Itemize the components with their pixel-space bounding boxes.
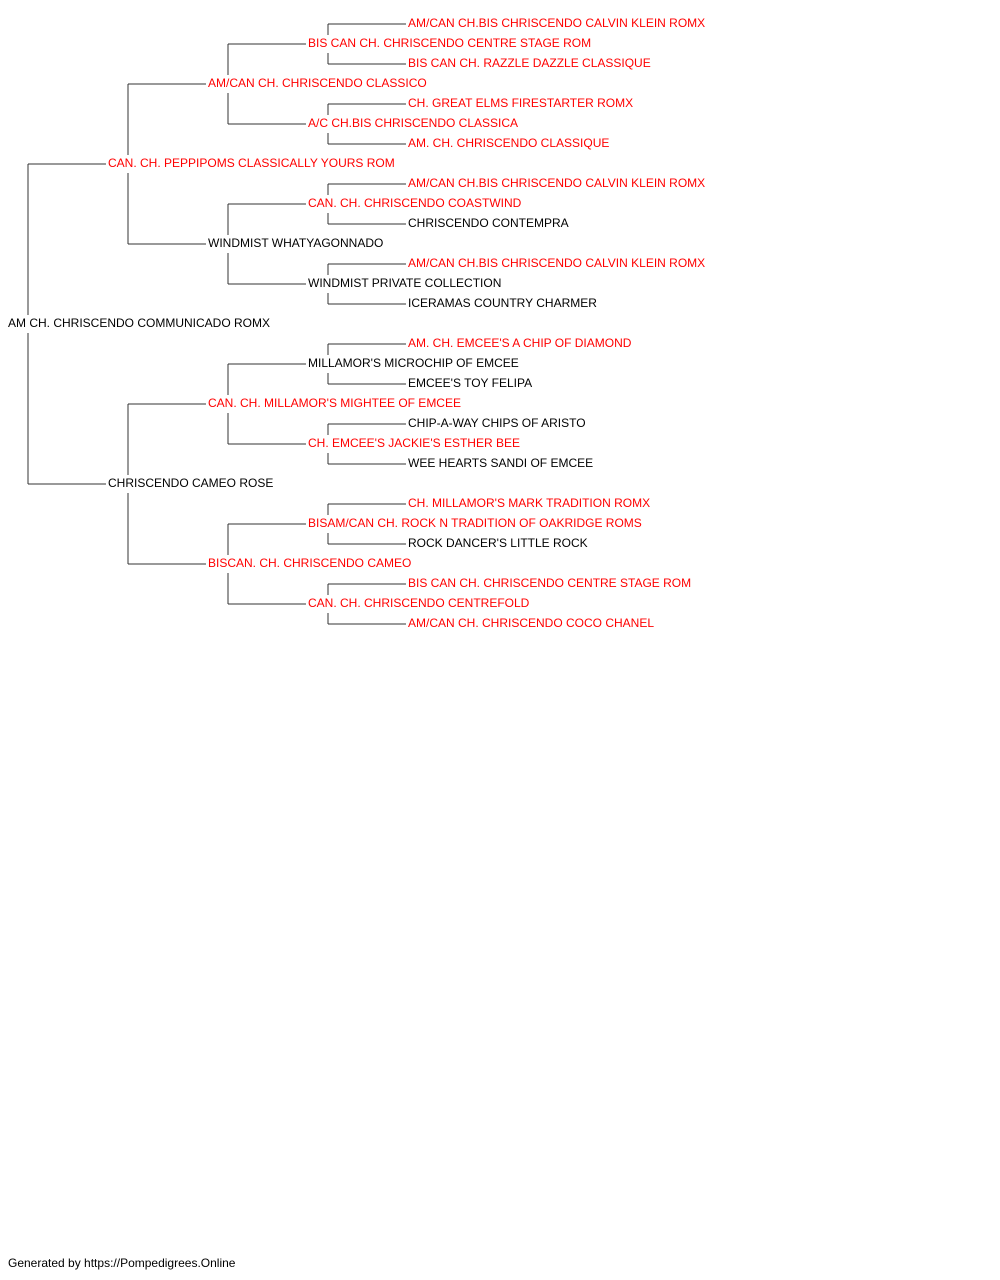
ancestor-name: MILLAMOR'S MICROCHIP OF EMCEE <box>308 356 519 370</box>
ancestor-name: WINDMIST PRIVATE COLLECTION <box>308 276 501 290</box>
ancestor-name: ICERAMAS COUNTRY CHARMER <box>408 296 597 310</box>
ancestor-name: ROCK DANCER'S LITTLE ROCK <box>408 536 588 550</box>
ancestor-name: A/C CH.BIS CHRISCENDO CLASSICA <box>308 116 518 130</box>
ancestor-name: CHRISCENDO CONTEMPRA <box>408 216 569 230</box>
ancestor-name: BIS CAN CH. CHRISCENDO CENTRE STAGE ROM <box>308 36 591 50</box>
ancestor-name: WINDMIST WHATYAGONNADO <box>208 236 383 250</box>
ancestor-name: AM/CAN CH.BIS CHRISCENDO CALVIN KLEIN RO… <box>408 176 705 190</box>
ancestor-name: CAN. CH. CHRISCENDO CENTREFOLD <box>308 596 530 610</box>
ancestor-name: AM/CAN CH.BIS CHRISCENDO CALVIN KLEIN RO… <box>408 256 705 270</box>
ancestor-name: AM/CAN CH. CHRISCENDO COCO CHANEL <box>408 616 654 630</box>
ancestor-name: CH. EMCEE'S JACKIE'S ESTHER BEE <box>308 436 520 450</box>
ancestor-name: AM/CAN CH. CHRISCENDO CLASSICO <box>208 76 427 90</box>
ancestor-name: CHRISCENDO CAMEO ROSE <box>108 476 273 490</box>
ancestor-name: BIS CAN CH. CHRISCENDO CENTRE STAGE ROM <box>408 576 691 590</box>
ancestor-name: AM/CAN CH.BIS CHRISCENDO CALVIN KLEIN RO… <box>408 16 705 30</box>
ancestor-name: BIS CAN CH. RAZZLE DAZZLE CLASSIQUE <box>408 56 651 70</box>
ancestor-name: AM. CH. EMCEE'S A CHIP OF DIAMOND <box>408 336 632 350</box>
ancestor-name: CH. GREAT ELMS FIRESTARTER ROMX <box>408 96 633 110</box>
ancestor-name: BISCAN. CH. CHRISCENDO CAMEO <box>208 556 411 570</box>
ancestor-name: AM. CH. CHRISCENDO CLASSIQUE <box>408 136 609 150</box>
ancestor-name: CH. MILLAMOR'S MARK TRADITION ROMX <box>408 496 650 510</box>
ancestor-name: CHIP-A-WAY CHIPS OF ARISTO <box>408 416 586 430</box>
subject-dog-name: AM CH. CHRISCENDO COMMUNICADO ROMX <box>8 316 270 330</box>
generated-by-footer: Generated by https://Pompedigrees.Online <box>8 1256 236 1270</box>
ancestor-name: BISAM/CAN CH. ROCK N TRADITION OF OAKRID… <box>308 516 642 530</box>
ancestor-name: WEE HEARTS SANDI OF EMCEE <box>408 456 593 470</box>
ancestor-name: EMCEE'S TOY FELIPA <box>408 376 532 390</box>
ancestor-name: CAN. CH. MILLAMOR'S MIGHTEE OF EMCEE <box>208 396 461 410</box>
ancestor-name: CAN. CH. PEPPIPOMS CLASSICALLY YOURS ROM <box>108 156 395 170</box>
ancestor-name: CAN. CH. CHRISCENDO COASTWIND <box>308 196 522 210</box>
